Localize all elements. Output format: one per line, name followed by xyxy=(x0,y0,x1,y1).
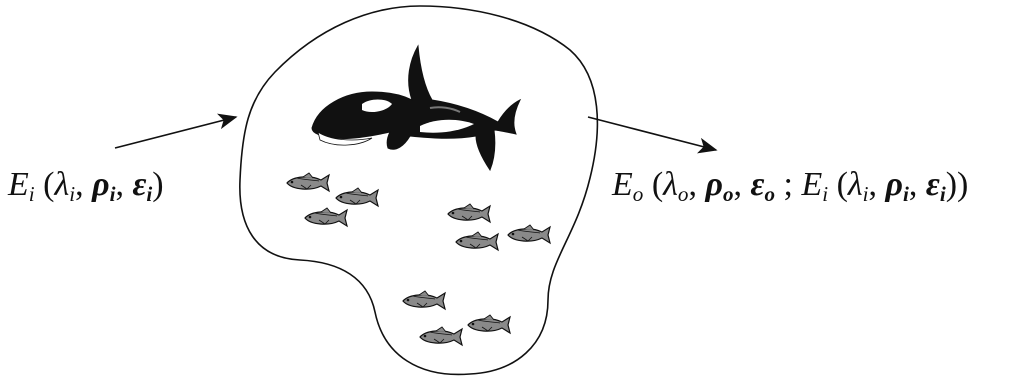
salmon-fish-icon xyxy=(456,232,498,250)
input-energy-label: Ei (λi, ρi, εi) xyxy=(8,168,164,205)
epsilon-symbol: ε xyxy=(926,166,940,203)
salmon-fish-icon xyxy=(305,208,347,226)
salmon-fish-icon xyxy=(336,188,378,206)
output-arrow xyxy=(588,117,716,150)
salmon-fish-icon xyxy=(403,291,445,309)
rho-symbol: ρ xyxy=(92,166,110,203)
fish-school xyxy=(287,173,550,345)
epsilon-symbol: ε xyxy=(132,166,146,203)
input-arrow xyxy=(115,117,236,148)
energy-symbol: E xyxy=(612,166,633,203)
lambda-symbol: λ xyxy=(848,166,863,203)
lambda-symbol: λ xyxy=(54,166,69,203)
orca-whale-icon xyxy=(312,46,520,170)
energy-symbol: E xyxy=(801,166,822,203)
output-energy-label: Eo (λo, ρo, εo ; Ei (λi, ρi, εi)) xyxy=(612,168,968,205)
salmon-fish-icon xyxy=(287,173,329,191)
salmon-fish-icon xyxy=(468,315,510,333)
epsilon-symbol: ε xyxy=(751,166,765,203)
rho-symbol: ρ xyxy=(705,166,723,203)
salmon-fish-icon xyxy=(508,225,550,243)
rho-symbol: ρ xyxy=(886,166,904,203)
lambda-symbol: λ xyxy=(663,166,678,203)
salmon-fish-icon xyxy=(420,327,462,345)
salmon-fish-icon xyxy=(448,204,490,222)
energy-symbol: E xyxy=(8,166,29,203)
